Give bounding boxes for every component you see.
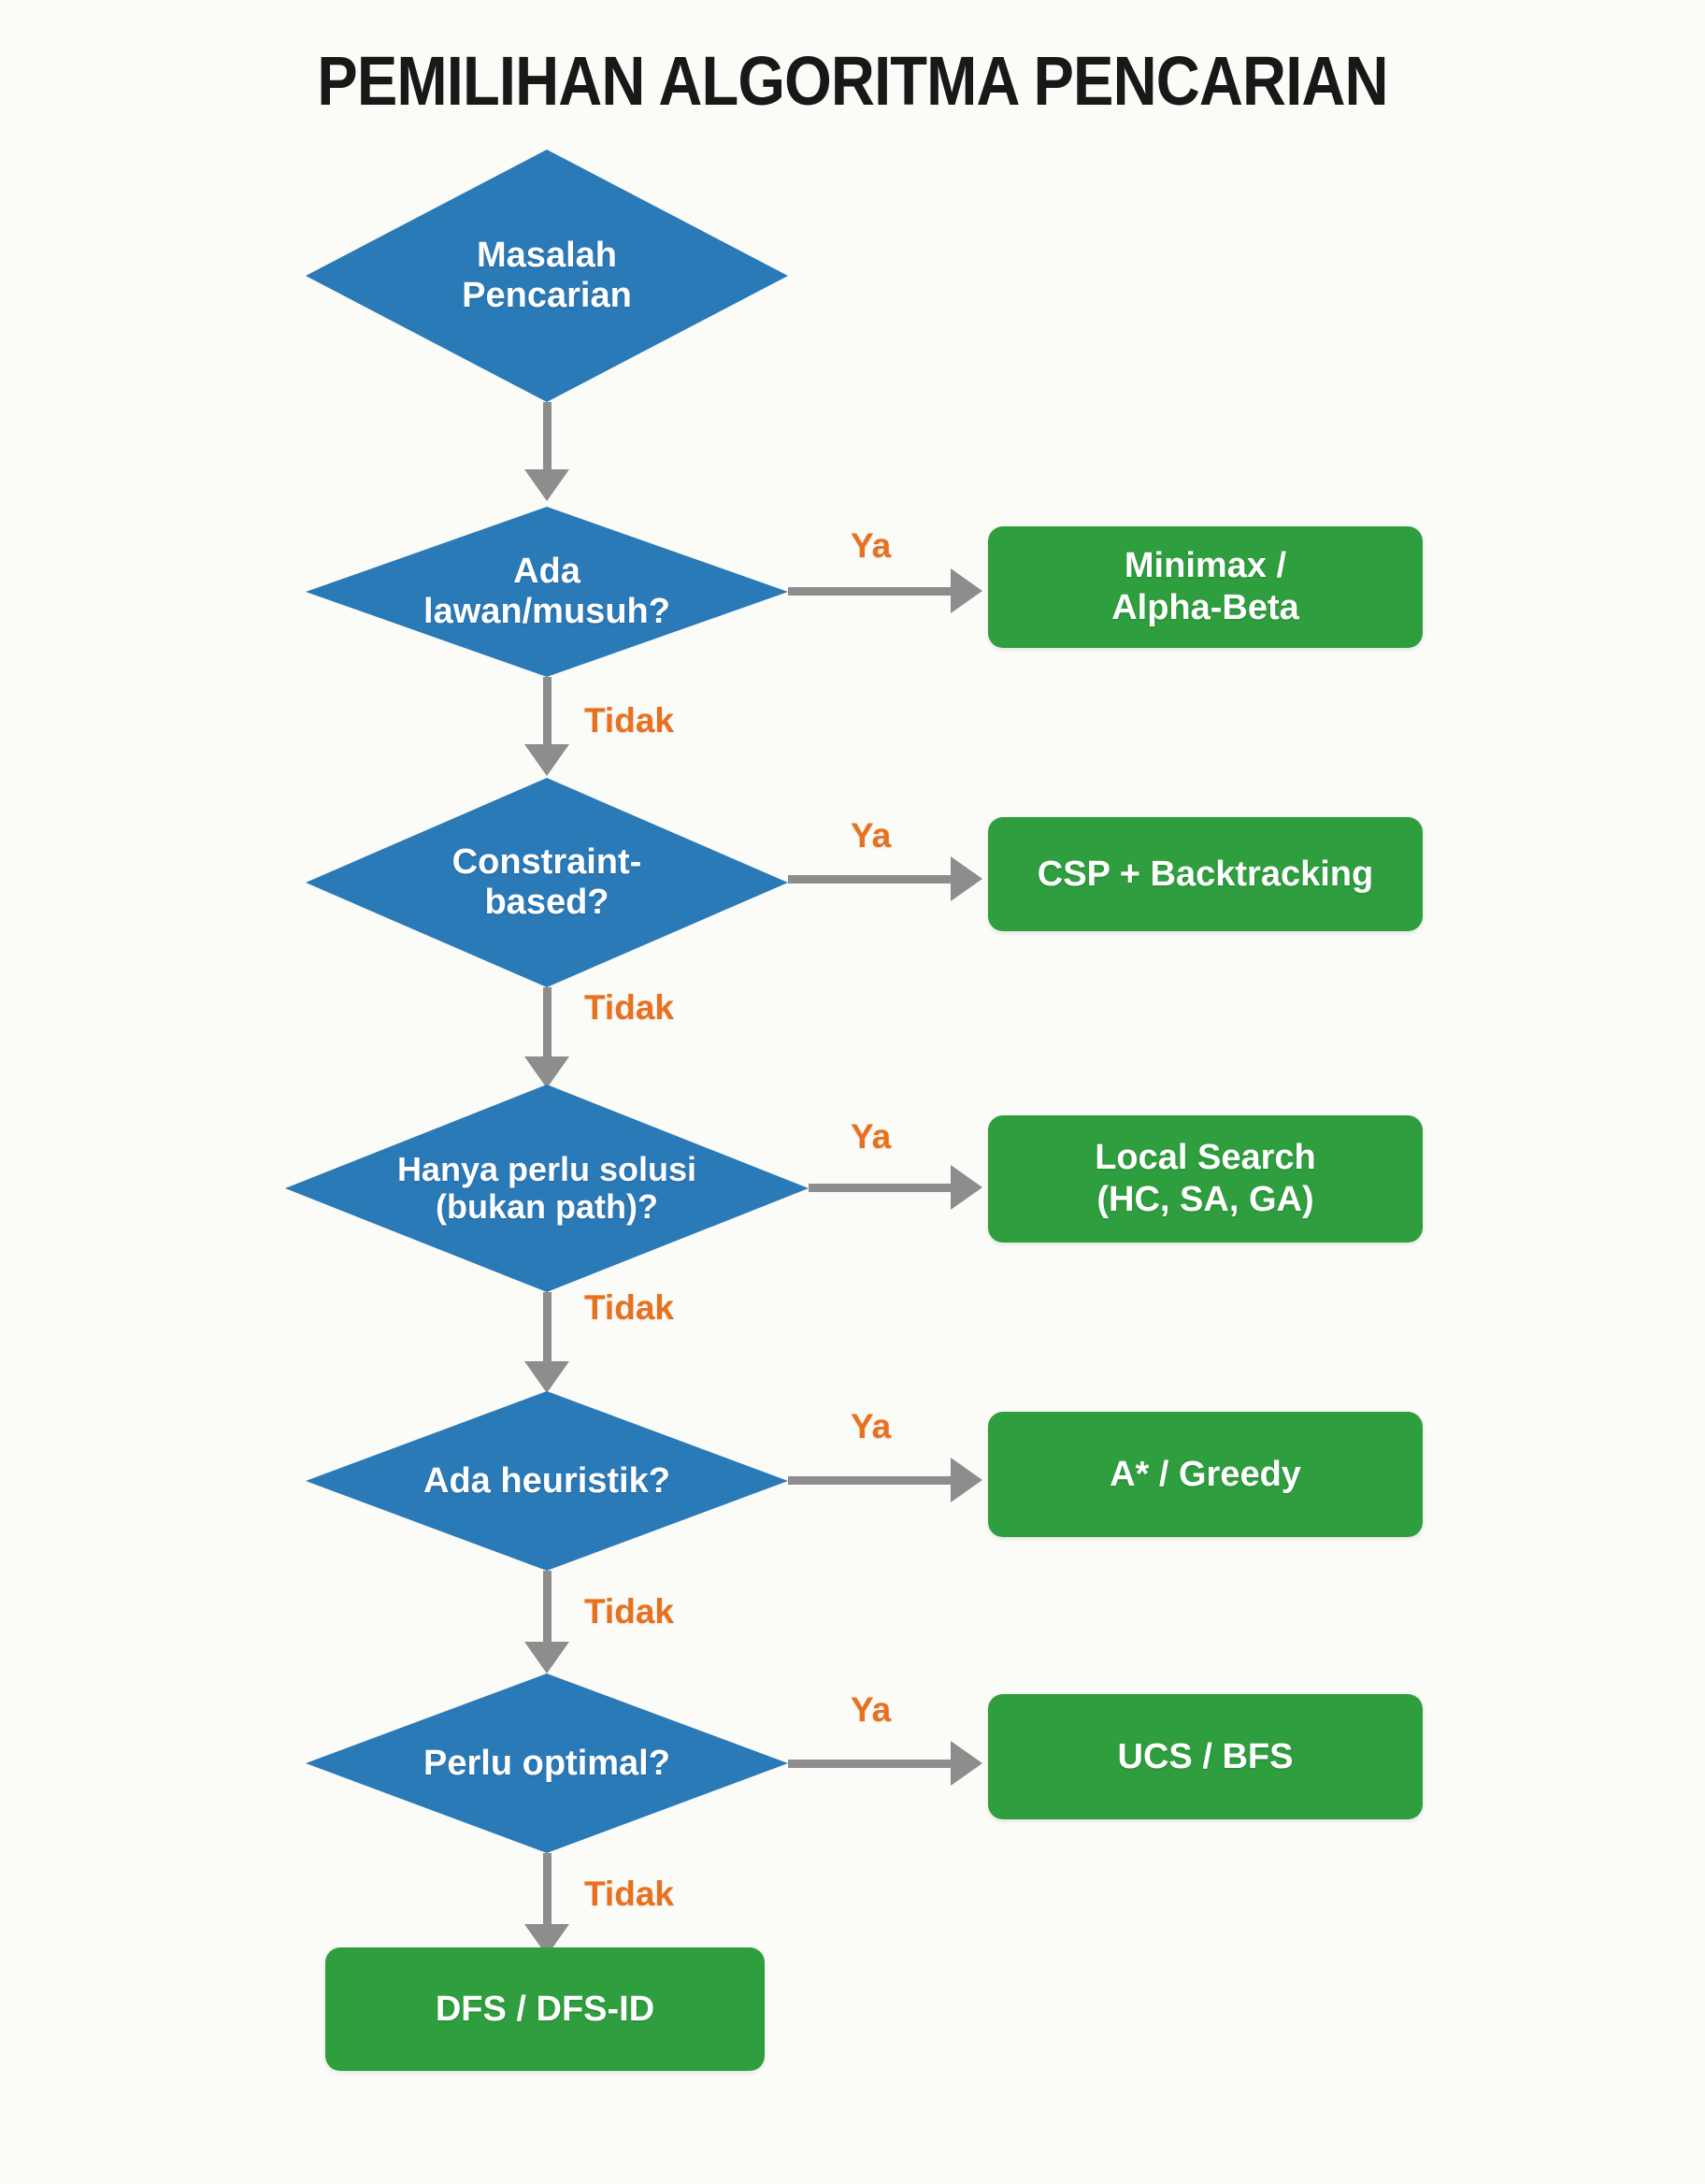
connector-heuristic-no xyxy=(543,1571,552,1647)
node-decision-opponent[interactable]: Ada lawan/musuh? xyxy=(306,507,788,677)
connector-opponent-yes xyxy=(788,587,954,596)
node-decision-heuristic-label: Ada heuristik? xyxy=(423,1460,670,1501)
node-decision-heuristic[interactable]: Ada heuristik? xyxy=(306,1391,788,1571)
edge-label-heuristic-yes: Ya xyxy=(851,1407,892,1445)
node-start[interactable]: Masalah Pencarian xyxy=(306,150,788,402)
connector-solution-only-no xyxy=(543,1292,552,1367)
connector-constraint-no xyxy=(543,987,552,1062)
connector-constraint-no-arrowhead xyxy=(524,1056,569,1088)
node-decision-opponent-label: Ada lawan/musuh? xyxy=(423,552,670,631)
node-result-ucs-bfs-label: UCS / BFS xyxy=(1117,1736,1294,1776)
node-decision-constraint[interactable]: Constraint- based? xyxy=(306,778,788,987)
node-result-minimax[interactable]: Minimax / Alpha-Beta xyxy=(988,526,1423,648)
edge-label-heuristic-no: Tidak xyxy=(584,1592,674,1631)
edge-label-optimal-yes: Ya xyxy=(851,1690,892,1729)
node-result-dfs[interactable]: DFS / DFS-ID xyxy=(325,1947,765,2071)
node-decision-optimal[interactable]: Perlu optimal? xyxy=(306,1674,788,1853)
node-result-minimax-label: Minimax / Alpha-Beta xyxy=(1111,546,1299,627)
connector-optimal-yes xyxy=(788,1760,954,1768)
connector-heuristic-no-arrowhead xyxy=(524,1642,569,1674)
connector-solution-only-yes-arrowhead xyxy=(951,1165,982,1210)
connector-start-to-opponent-arrowhead xyxy=(524,469,569,501)
edge-label-solution-only-yes: Ya xyxy=(851,1117,892,1156)
edge-label-optimal-no: Tidak xyxy=(584,1875,674,1913)
node-decision-constraint-label: Constraint- based? xyxy=(451,842,642,922)
connector-opponent-yes-arrowhead xyxy=(951,568,982,613)
node-decision-solution-only-label: Hanya perlu solusi (bukan path)? xyxy=(396,1149,697,1226)
node-result-ucs-bfs[interactable]: UCS / BFS xyxy=(988,1694,1423,1819)
edge-label-constraint-no: Tidak xyxy=(584,988,674,1027)
node-start-label: Masalah Pencarian xyxy=(462,236,632,315)
connector-start-to-opponent xyxy=(543,402,552,475)
page-title: PEMILIHAN ALGORITMA PENCARIAN xyxy=(317,42,1388,120)
node-decision-solution-only[interactable]: Hanya perlu solusi (bukan path)? xyxy=(285,1085,809,1292)
edge-label-opponent-yes: Ya xyxy=(851,526,892,565)
edge-label-constraint-yes: Ya xyxy=(851,816,892,855)
connector-solution-only-yes xyxy=(809,1184,954,1192)
node-result-csp[interactable]: CSP + Backtracking xyxy=(988,817,1423,931)
node-result-dfs-label: DFS / DFS-ID xyxy=(435,1989,655,2029)
connector-heuristic-yes-arrowhead xyxy=(951,1458,982,1502)
node-result-astar[interactable]: A* / Greedy xyxy=(988,1412,1423,1537)
connector-solution-only-no-arrowhead xyxy=(524,1361,569,1393)
node-result-local-search-label: Local Search (HC, SA, GA) xyxy=(1095,1138,1316,1219)
node-result-astar-label: A* / Greedy xyxy=(1110,1454,1301,1494)
connector-heuristic-yes xyxy=(788,1476,954,1485)
node-result-csp-label: CSP + Backtracking xyxy=(1037,854,1374,894)
connector-optimal-yes-arrowhead xyxy=(951,1741,982,1786)
edge-label-opponent-no: Tidak xyxy=(584,701,674,740)
connector-optimal-no xyxy=(543,1853,552,1930)
connector-opponent-no xyxy=(543,677,552,750)
node-result-local-search[interactable]: Local Search (HC, SA, GA) xyxy=(988,1115,1423,1243)
node-decision-optimal-label: Perlu optimal? xyxy=(423,1743,670,1783)
connector-opponent-no-arrowhead xyxy=(524,744,569,776)
connector-constraint-yes-arrowhead xyxy=(951,856,982,901)
edge-label-solution-only-no: Tidak xyxy=(584,1288,674,1327)
connector-constraint-yes xyxy=(788,875,954,884)
